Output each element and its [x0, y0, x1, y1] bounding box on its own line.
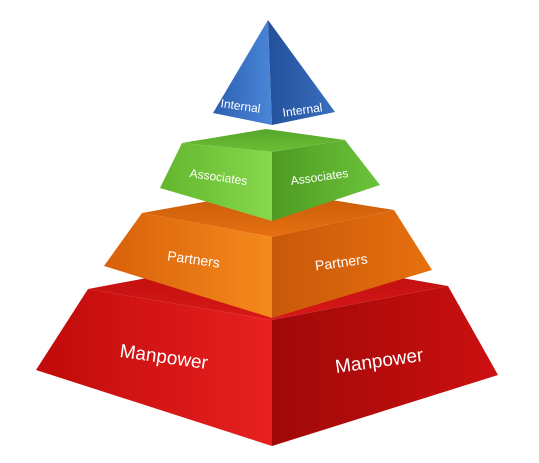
tier-internal-right-label: Internal [282, 100, 324, 119]
tier-associates-top-face [182, 129, 345, 152]
tier-partners-left-face [104, 213, 272, 318]
tier-internal-left-face [213, 20, 272, 125]
tier-associates: Associates Associates [160, 129, 380, 221]
tier-associates-right-face [272, 140, 380, 221]
tier-internal-right-face [268, 20, 335, 125]
tier-internal-left-label: Internal [220, 96, 262, 115]
tier-manpower-left-face [36, 289, 272, 446]
tier-partners-right-face [272, 210, 432, 318]
tier-partners-right-label: Partners [314, 250, 369, 273]
tier-associates-left-face [160, 143, 272, 221]
tier-internal: Internal Internal [213, 20, 335, 125]
tier-manpower-right-face [272, 286, 498, 446]
tier-partners-left-label: Partners [166, 247, 221, 270]
